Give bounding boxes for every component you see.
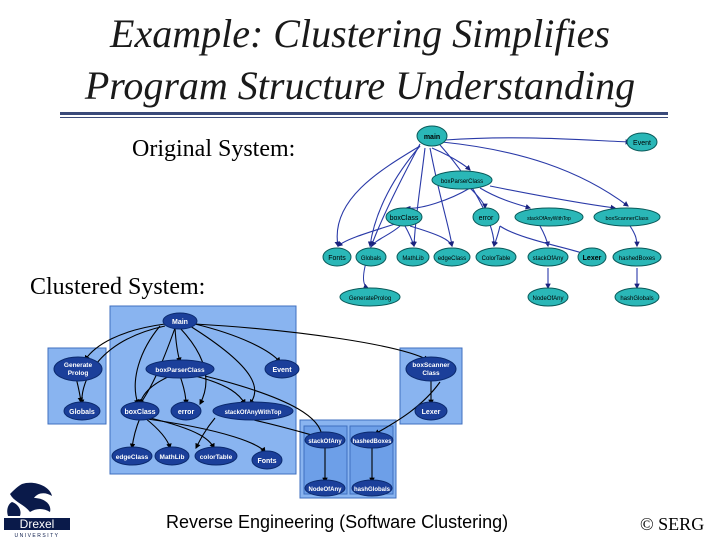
svg-text:GenerateProlog: GenerateProlog (349, 296, 391, 302)
svg-text:Globals: Globals (361, 256, 381, 262)
svg-text:stackOfAny: stackOfAny (533, 256, 564, 262)
svg-text:Fonts: Fonts (328, 255, 346, 262)
svg-text:Fonts: Fonts (257, 458, 276, 465)
svg-text:NodeOfAny: NodeOfAny (309, 487, 343, 493)
svg-text:error: error (178, 409, 195, 416)
svg-text:boxScanner: boxScanner (412, 362, 450, 369)
svg-text:stackOfAnyWithTop: stackOfAnyWithTop (527, 216, 571, 222)
slide-title-line1: Example: Clustering Simplifies (110, 11, 610, 56)
dragon-icon: Drexel UNIVERSITY (0, 480, 74, 540)
svg-text:Prolog: Prolog (68, 370, 89, 377)
logo-subtitle: UNIVERSITY (14, 533, 59, 539)
svg-text:hashGlobals: hashGlobals (354, 487, 391, 493)
original-nodes: main Event boxParserClass boxClass error… (322, 125, 662, 307)
svg-text:edgeClass: edgeClass (116, 454, 149, 461)
copyright-text: © SERG (640, 514, 705, 534)
svg-text:boxParserClass: boxParserClass (441, 179, 483, 185)
svg-text:edgeClass: edgeClass (438, 256, 466, 262)
svg-text:hashGlobals: hashGlobals (620, 296, 653, 302)
svg-text:Lexer: Lexer (422, 409, 441, 416)
slide-footer: Reverse Engineering (Software Clustering… (166, 512, 509, 532)
svg-text:MathLib: MathLib (402, 256, 424, 262)
svg-text:hashedBoxes: hashedBoxes (619, 256, 655, 262)
svg-text:hashedBoxes: hashedBoxes (352, 439, 392, 445)
svg-text:stackOfAnyWithTop: stackOfAnyWithTop (225, 410, 282, 416)
svg-text:main: main (424, 134, 440, 141)
svg-text:Lexer: Lexer (583, 255, 602, 262)
svg-text:MathLib: MathLib (160, 454, 185, 461)
svg-text:colorTable: colorTable (200, 454, 233, 461)
clustered-system-label: Clustered System: (30, 274, 206, 300)
svg-text:Generate: Generate (64, 362, 93, 369)
svg-text:Class: Class (422, 370, 440, 377)
title-rule-top (60, 112, 668, 115)
logo-wordmark: Drexel (20, 517, 55, 531)
svg-text:ColorTable: ColorTable (482, 256, 511, 262)
clustered-nodes: Main Generate Prolog boxParserClass Even… (53, 312, 457, 497)
svg-text:error: error (479, 215, 494, 222)
svg-text:NodeOfAny: NodeOfAny (532, 296, 563, 302)
svg-text:boxClass: boxClass (124, 409, 155, 416)
svg-text:Event: Event (633, 140, 651, 147)
svg-text:Main: Main (172, 319, 188, 326)
title-rule-bottom (60, 117, 668, 118)
svg-text:boxParserClass: boxParserClass (155, 367, 205, 374)
original-system-label: Original System: (132, 136, 296, 162)
drexel-logo: Drexel UNIVERSITY (0, 480, 74, 540)
svg-text:Event: Event (272, 367, 292, 374)
svg-text:Globals: Globals (69, 409, 95, 416)
slide-title-line2: Program Structure Understanding (84, 63, 636, 108)
svg-text:boxScannerClass: boxScannerClass (605, 216, 648, 222)
svg-text:stackOfAny: stackOfAny (308, 439, 342, 445)
original-edges (334, 137, 640, 290)
svg-text:boxClass: boxClass (390, 215, 419, 222)
